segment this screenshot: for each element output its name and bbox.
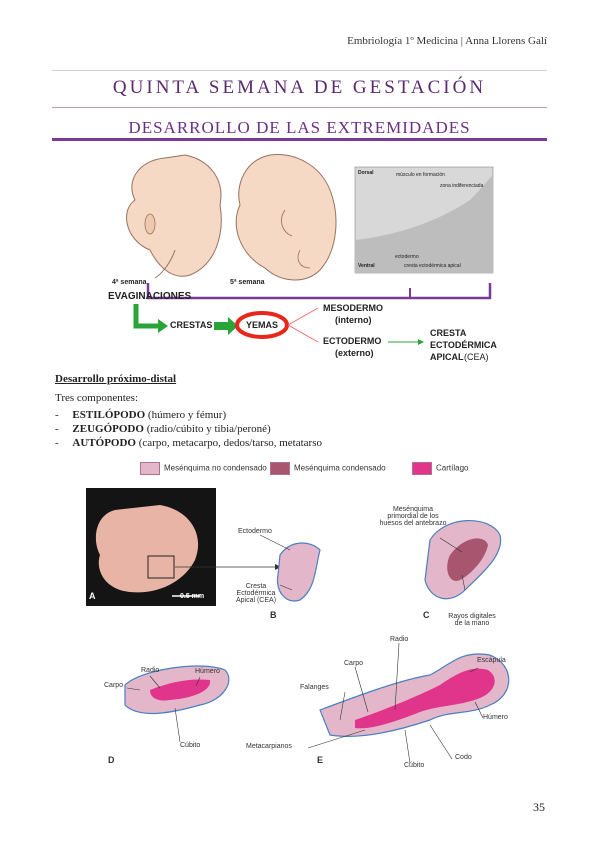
component-name: ZEUGÓPODO — [72, 423, 144, 435]
list-item: - ESTILÓPODO (húmero y fémur) — [55, 409, 227, 421]
label-radio-d: Radio — [141, 667, 160, 674]
list-item: - ZEUGÓPODO (radio/cúbito y tibia/peroné… — [55, 423, 271, 435]
label-line: huesos del antebrazo — [379, 520, 447, 527]
subtitle-underline — [52, 138, 547, 141]
label-humero-d: Húmero — [195, 668, 220, 675]
label-cresta-2: ECTODÉRMICA — [430, 340, 497, 350]
scale-bar-label: 0.5 mm — [180, 593, 205, 600]
cartilage-e — [355, 668, 495, 729]
component-desc: (radio/cúbito y tibia/peroné) — [146, 423, 271, 435]
label-falanges-e: Falanges — [300, 684, 329, 691]
panel-letter-a: A — [89, 591, 96, 601]
label-cea-b: Cresta Ectodérmica Apical (CEA) — [226, 583, 286, 604]
panel-letter-b: B — [270, 610, 277, 620]
section-subtitle: DESARROLLO DE LAS EXTREMIDADES — [128, 118, 471, 137]
label-week4: 4ª semana — [112, 279, 147, 286]
green-arrowhead-2 — [228, 317, 238, 335]
arrow-to-mesodermo — [287, 307, 319, 326]
label-metacarpianos-e: Metacarpianos — [246, 743, 292, 750]
panel-letter-e: E — [317, 755, 324, 765]
label-crestas: CRESTAS — [170, 320, 213, 330]
label-line: primordial de los — [387, 513, 439, 520]
page-number: 35 — [533, 800, 545, 814]
legend-label: Mesénquima condensado — [294, 463, 386, 473]
component-desc: (carpo, metacarpo, dedos/tarso, metatars… — [138, 437, 322, 449]
label-cresta-3: APICAL — [430, 352, 464, 362]
leader-lines — [126, 534, 484, 764]
embryo-week4-illustration — [126, 154, 222, 279]
label-line: Ectodérmica — [236, 590, 276, 597]
label-escapula-e: Escápula — [477, 657, 506, 664]
label-yemas: YEMAS — [246, 320, 279, 330]
top-figure — [126, 154, 494, 345]
micro-musculo: músculo en formación — [396, 172, 445, 178]
label-mesenquima-c: Mesénquima primordial de los huesos del … — [368, 506, 458, 527]
micro-ventral: Ventral — [358, 263, 375, 269]
list-item: - AUTÓPODO (carpo, metacarpo, dedos/tars… — [55, 437, 322, 449]
legend-label: Mesénquima no condensado — [164, 463, 267, 473]
legend-swatch — [140, 462, 160, 475]
label-cubito-d: Cúbito — [180, 742, 201, 749]
legend-item-cartilago: Cartílago — [412, 462, 468, 475]
limb-bud-b — [276, 542, 321, 602]
panel-letter-d: D — [108, 755, 115, 765]
legend-item-no-condensado: Mesénquima no condensado — [140, 462, 267, 475]
label-cresta-1: CRESTA — [430, 328, 467, 338]
bottom-figure — [95, 505, 510, 764]
label-line: Cresta — [245, 583, 267, 590]
green-arrowhead-1 — [158, 319, 168, 333]
intro-text: Tres componentes: — [55, 392, 139, 404]
label-humero-e: Húmero — [483, 714, 508, 721]
label-line: Rayos digitales — [448, 613, 496, 620]
label-ectodermo-b: Ectodermo — [238, 528, 272, 535]
component-name: ESTILÓPODO — [72, 409, 146, 421]
label-carpo-e: Carpo — [344, 660, 364, 667]
label-codo-e: Codo — [455, 754, 472, 761]
arrowhead-to-cea — [418, 339, 424, 345]
label-interno: (interno) — [335, 315, 372, 325]
arrow-to-ectodermo — [287, 324, 319, 343]
label-line: Mesénquima — [392, 506, 434, 513]
micro-zona: zona indiferenciada — [440, 183, 484, 189]
green-arrow-2-shaft — [214, 322, 228, 330]
label-evaginaciones: EVAGINACIONES — [108, 291, 192, 302]
micro-dorsal: Dorsal — [358, 170, 374, 176]
yemas-ring — [235, 311, 289, 339]
purple-bracket — [146, 283, 492, 300]
title-box: QUINTA SEMANA DE GESTACIÓN — [52, 70, 547, 108]
label-week5: 5ª semana — [230, 279, 265, 286]
green-arrow-down — [133, 304, 158, 329]
micrograph-tissue — [355, 175, 493, 273]
arrowhead-a-to-b — [275, 564, 281, 570]
label-ectodermo: ECTODERMO — [323, 336, 382, 346]
micro-cresta: cresta ectodérmica apical — [404, 263, 461, 269]
label-rayos-c: Rayos digitales de la mano — [440, 613, 504, 627]
legend-swatch — [412, 462, 432, 475]
label-externo: (externo) — [335, 348, 374, 358]
label-cea: (CEA) — [464, 352, 489, 362]
micro-ectodermo: ectodermo — [395, 254, 419, 260]
page-header: Embriología 1º Medicina | Anna Llorens G… — [347, 35, 547, 47]
panel-letter-c: C — [423, 610, 430, 620]
legend-item-condensado: Mesénquima condensado — [270, 462, 386, 475]
legend-swatch — [270, 462, 290, 475]
component-desc: (húmero y fémur) — [147, 409, 227, 421]
cartilage-d — [150, 679, 211, 701]
label-cubito-e: Cúbito — [404, 762, 425, 769]
label-line: de la mano — [454, 620, 490, 627]
label-line: Apical (CEA) — [235, 597, 277, 604]
photo-embryo — [95, 505, 200, 597]
legend-label: Cartílago — [436, 463, 469, 473]
section-heading: Desarrollo próximo-distal — [55, 373, 177, 385]
embryo-week5-illustration — [235, 154, 337, 281]
label-mesodermo: MESODERMO — [323, 303, 384, 313]
label-radio-e: Radio — [390, 636, 409, 643]
component-name: AUTÓPODO — [72, 437, 136, 449]
page-title: QUINTA SEMANA DE GESTACIÓN — [112, 77, 487, 98]
label-carpo-d: Carpo — [104, 682, 124, 689]
